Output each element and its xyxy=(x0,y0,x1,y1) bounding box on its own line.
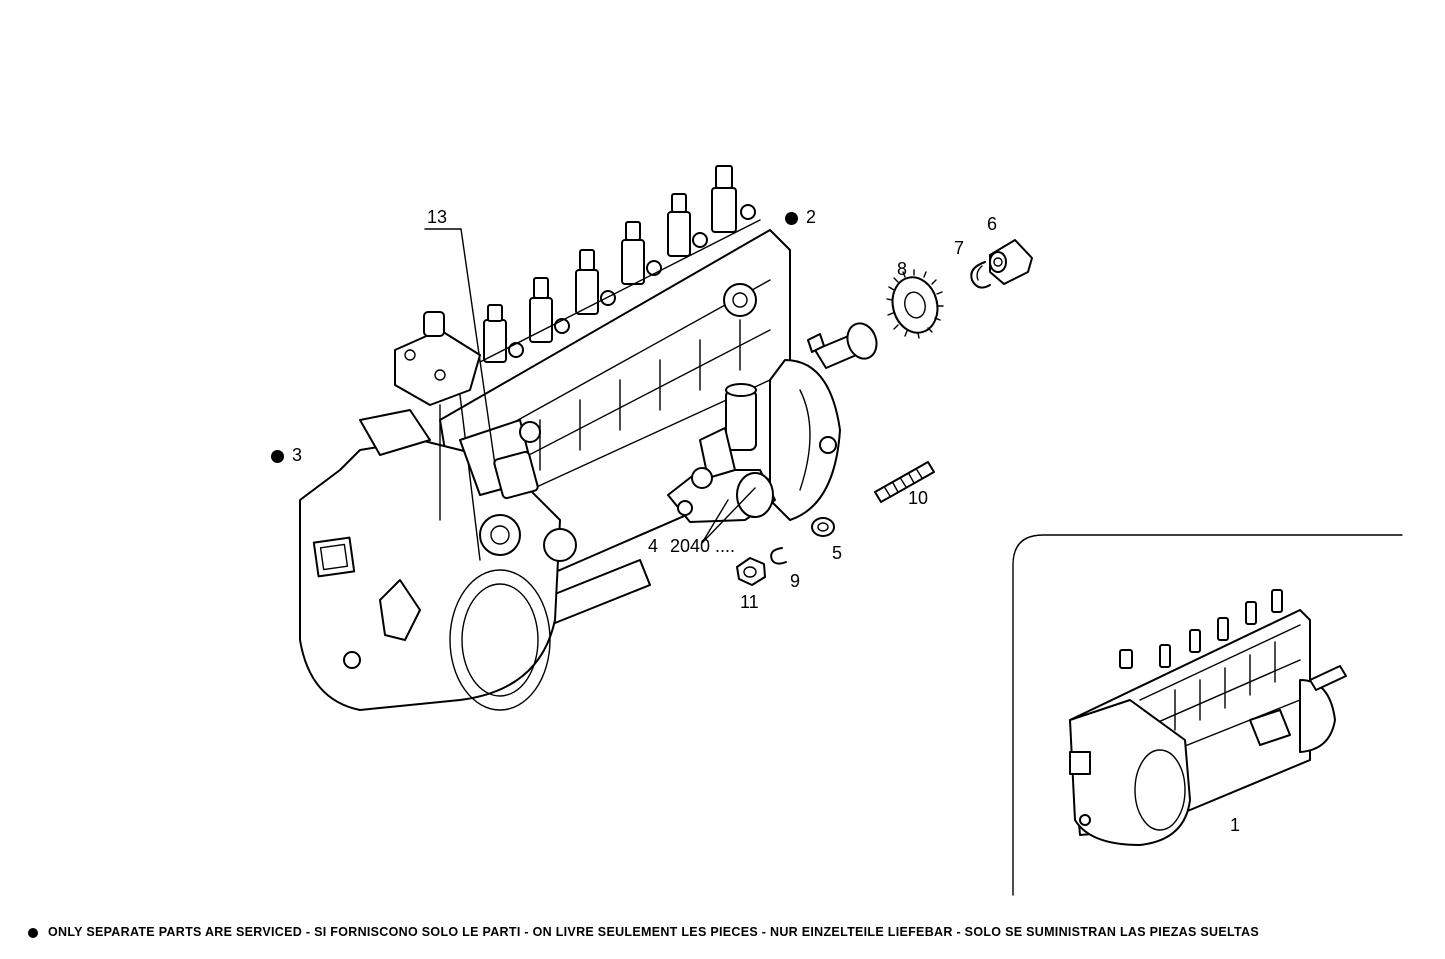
callout-6: 6 xyxy=(987,214,998,234)
callout-4: 4 xyxy=(648,536,659,556)
assembled-pump-inset xyxy=(1012,534,1403,896)
injection-pump-drawing xyxy=(299,165,878,711)
bullet-icon xyxy=(28,927,38,938)
callout-5: 5 xyxy=(832,543,843,563)
serviced-separately-bullet-icon xyxy=(271,449,284,463)
callout-3-label: 3 xyxy=(292,445,303,465)
callout-7: 7 xyxy=(954,238,965,258)
nut-part-6 xyxy=(989,239,1033,285)
pump-element-row xyxy=(479,165,761,363)
footer-note-text: ONLY SEPARATE PARTS ARE SERVICED - SI FO… xyxy=(48,925,1259,939)
callout-8: 8 xyxy=(897,259,908,279)
callout-2: 2 xyxy=(785,208,816,226)
serviced-separately-bullet-icon xyxy=(785,211,798,225)
nut-part-11 xyxy=(736,557,766,586)
callout-2-label: 2 xyxy=(806,207,817,227)
stud-part-10 xyxy=(874,461,935,503)
leader-lines xyxy=(424,228,756,544)
callout-11: 11 xyxy=(740,592,759,612)
callout-13: 13 xyxy=(427,207,448,227)
gear-part-8 xyxy=(886,269,944,339)
circlip-part-7 xyxy=(970,261,991,289)
washer-part-9 xyxy=(770,547,787,565)
callout-3: 3 xyxy=(271,446,302,464)
callout-2040: 2040 .... xyxy=(670,536,736,556)
callout-10: 10 xyxy=(908,488,929,508)
callout-9: 9 xyxy=(790,571,801,591)
washer-part-5 xyxy=(811,517,835,537)
footer-note: ONLY SEPARATE PARTS ARE SERVICED - SI FO… xyxy=(28,925,1259,939)
callout-1: 1 xyxy=(1230,815,1241,835)
